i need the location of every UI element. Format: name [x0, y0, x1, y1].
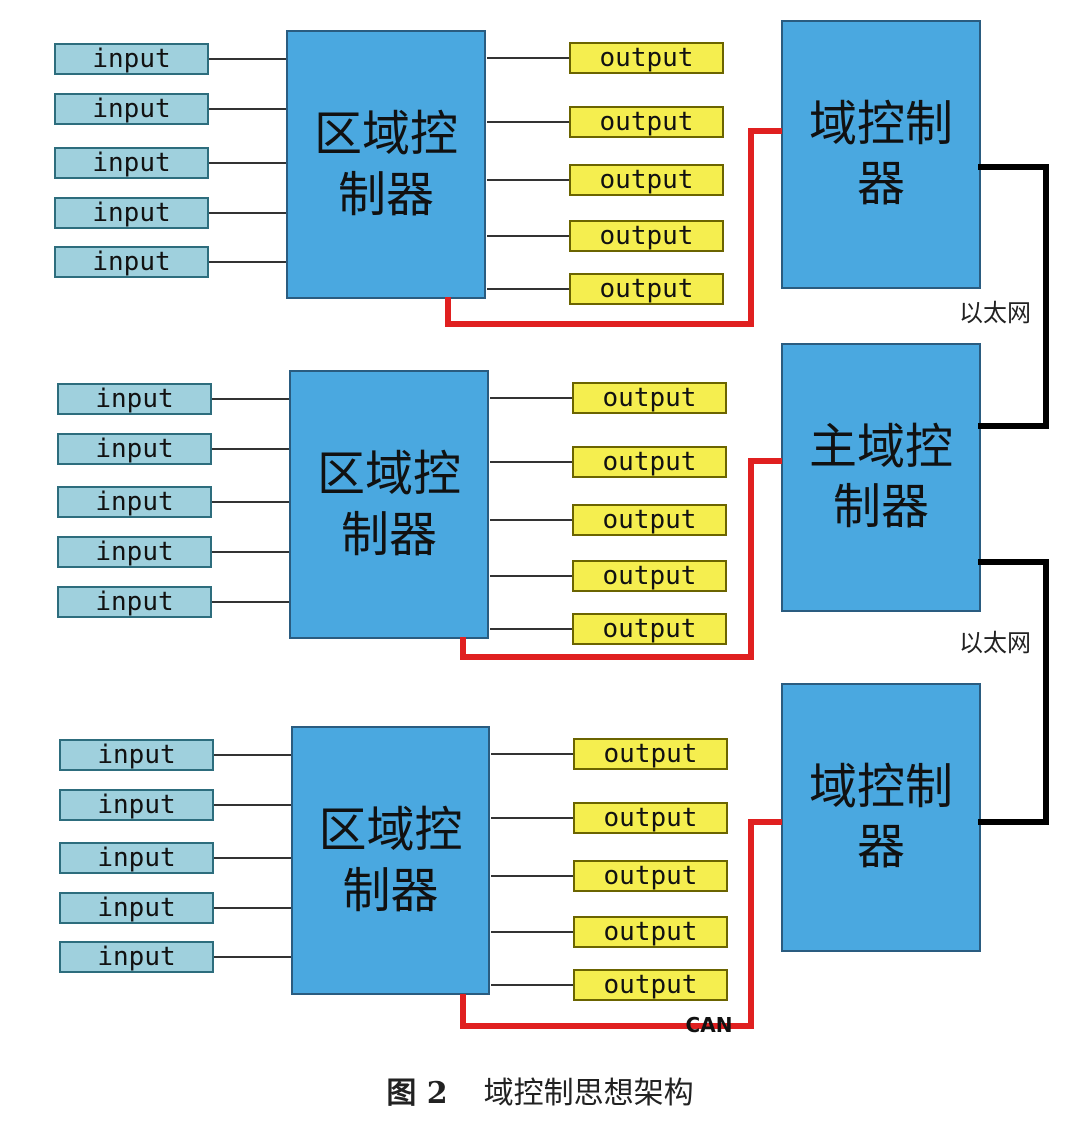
output-box — [569, 273, 724, 305]
input-label: input — [92, 44, 170, 74]
can-bus-link — [445, 128, 782, 327]
output-label: output — [600, 107, 694, 137]
zone-controller-label: 区域控 — [318, 802, 462, 858]
output-label: output — [603, 561, 697, 591]
output-box — [573, 860, 728, 892]
input-label: input — [92, 198, 170, 228]
output-box — [569, 106, 724, 138]
input-label: input — [97, 740, 175, 770]
output-label: output — [603, 383, 697, 413]
domain-controller-label: 器 — [857, 819, 905, 875]
zone-controller-1 — [286, 30, 486, 299]
input-box — [54, 147, 209, 179]
output-label: output — [600, 43, 694, 73]
input-box — [54, 197, 209, 229]
output-label: output — [600, 165, 694, 195]
input-label: input — [92, 148, 170, 178]
output-box — [573, 738, 728, 770]
output-box — [572, 613, 727, 645]
output-label: output — [600, 221, 694, 251]
input-label: input — [97, 893, 175, 923]
bus-link-layer — [445, 128, 1049, 1029]
output-label: output — [600, 274, 694, 304]
zone-controller-label: 制器 — [338, 167, 434, 223]
input-box — [57, 383, 212, 415]
output-box — [569, 220, 724, 252]
domain-controller-label: 器 — [857, 156, 905, 212]
main-domain-controller — [781, 343, 981, 612]
domain-controller-bottom — [781, 683, 981, 952]
domain-controller-label: 制器 — [833, 479, 929, 535]
input-box — [57, 433, 212, 465]
input-box — [59, 941, 214, 973]
output-label: output — [603, 447, 697, 477]
output-label: output — [603, 614, 697, 644]
figure-number: 图 2 — [386, 1076, 448, 1111]
output-box — [569, 164, 724, 196]
output-box — [572, 446, 727, 478]
zone-controller-label: 区域控 — [317, 446, 461, 502]
can-bus-link — [460, 819, 782, 1029]
zone-controller-label: 制器 — [342, 863, 438, 919]
output-label: output — [604, 970, 698, 1000]
input-box — [59, 739, 214, 771]
output-label: output — [604, 861, 698, 891]
input-box — [57, 586, 212, 618]
input-box — [59, 892, 214, 924]
figure-title: 域控制思想架构 — [483, 1076, 694, 1111]
input-label: input — [95, 434, 173, 464]
output-label: output — [604, 803, 698, 833]
input-box — [54, 43, 209, 75]
zone-controller-label: 制器 — [341, 507, 437, 563]
box-layer — [54, 20, 981, 1001]
input-label: input — [95, 587, 173, 617]
ethernet-label: 以太网 — [959, 299, 1031, 327]
can-bus-link — [460, 458, 782, 660]
output-box — [572, 382, 727, 414]
zone-controller-3 — [291, 726, 490, 995]
wire-layer — [208, 57, 574, 986]
domain-controller-label: 主域控 — [809, 419, 953, 475]
domain-controller-label: 域控制 — [809, 96, 953, 152]
output-label: output — [604, 917, 698, 947]
can-label: CAN — [686, 1013, 733, 1037]
input-box — [54, 93, 209, 125]
output-box — [569, 42, 724, 74]
input-label: input — [92, 247, 170, 277]
input-box — [57, 486, 212, 518]
input-label: input — [97, 790, 175, 820]
input-label: input — [97, 942, 175, 972]
text-layer: input input input input input output output out… — [92, 43, 1031, 1037]
input-label: input — [95, 487, 173, 517]
output-box — [573, 802, 728, 834]
output-box — [573, 916, 728, 948]
output-box — [572, 560, 727, 592]
ethernet-label: 以太网 — [959, 629, 1031, 657]
domain-controller-label: 域控制 — [809, 759, 953, 815]
ethernet-link — [978, 559, 1049, 825]
input-box — [59, 842, 214, 874]
input-label: input — [97, 843, 175, 873]
figure-caption: 图 2 域控制思想架构 — [0, 1068, 1080, 1112]
domain-controller-top — [781, 20, 981, 289]
output-box — [573, 969, 728, 1001]
input-box — [57, 536, 212, 568]
zone-controller-2 — [289, 370, 489, 639]
zone-controller-label: 区域控 — [314, 106, 458, 162]
input-box — [59, 789, 214, 821]
input-label: input — [95, 384, 173, 414]
input-label: input — [92, 94, 170, 124]
output-box — [572, 504, 727, 536]
input-label: input — [95, 537, 173, 567]
output-label: output — [603, 505, 697, 535]
output-label: output — [604, 739, 698, 769]
input-box — [54, 246, 209, 278]
ethernet-link — [978, 164, 1049, 429]
